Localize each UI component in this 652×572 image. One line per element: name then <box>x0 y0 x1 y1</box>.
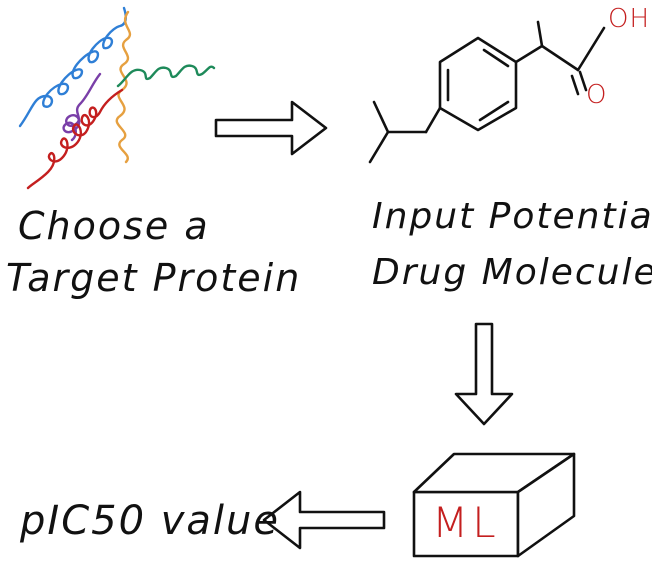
bond-carboxyl-oh <box>576 26 606 72</box>
protein-strand-red <box>26 88 124 190</box>
protein-strand-blue <box>18 6 127 128</box>
bond-ch-down <box>368 130 390 164</box>
ml-model-box <box>412 452 576 558</box>
aromatic-bond-1 <box>482 48 510 68</box>
protein-illustration <box>18 6 216 190</box>
protein-step-label-line2: Target Protein <box>6 256 302 300</box>
protein-strand-green <box>116 64 216 88</box>
bond-ch-up <box>372 100 390 134</box>
protein-step-label-line1: Choose a <box>18 204 210 248</box>
bond-carbonyl-2 <box>570 74 580 96</box>
drug-step-label-line2: Drug Molecule <box>372 252 652 293</box>
protein-strand-orange <box>115 10 132 164</box>
arrow-down <box>454 322 514 426</box>
bond-methyl <box>536 20 544 48</box>
ml-box-side <box>516 452 576 558</box>
aromatic-bond-2 <box>478 100 510 122</box>
protein-strand-purple <box>62 72 102 142</box>
drug-molecule-structure <box>368 20 606 164</box>
bond-ring-to-ch2 <box>424 106 442 134</box>
molecule-carbonyl-label: O <box>586 80 609 110</box>
bond-ring-to-alpha <box>514 44 544 64</box>
bond-carbonyl-1 <box>578 70 588 92</box>
drug-step-label-line1: Input Potential <box>372 196 652 237</box>
molecule-hydroxyl-label: OH <box>608 4 651 34</box>
benzene-ring <box>438 36 518 132</box>
ml-model-label: ML <box>432 498 500 547</box>
bond-alpha-to-carboxyl <box>540 44 580 72</box>
arrow-left <box>262 490 386 550</box>
output-label: pIC50 value <box>20 498 280 544</box>
arrow-right <box>214 100 328 156</box>
